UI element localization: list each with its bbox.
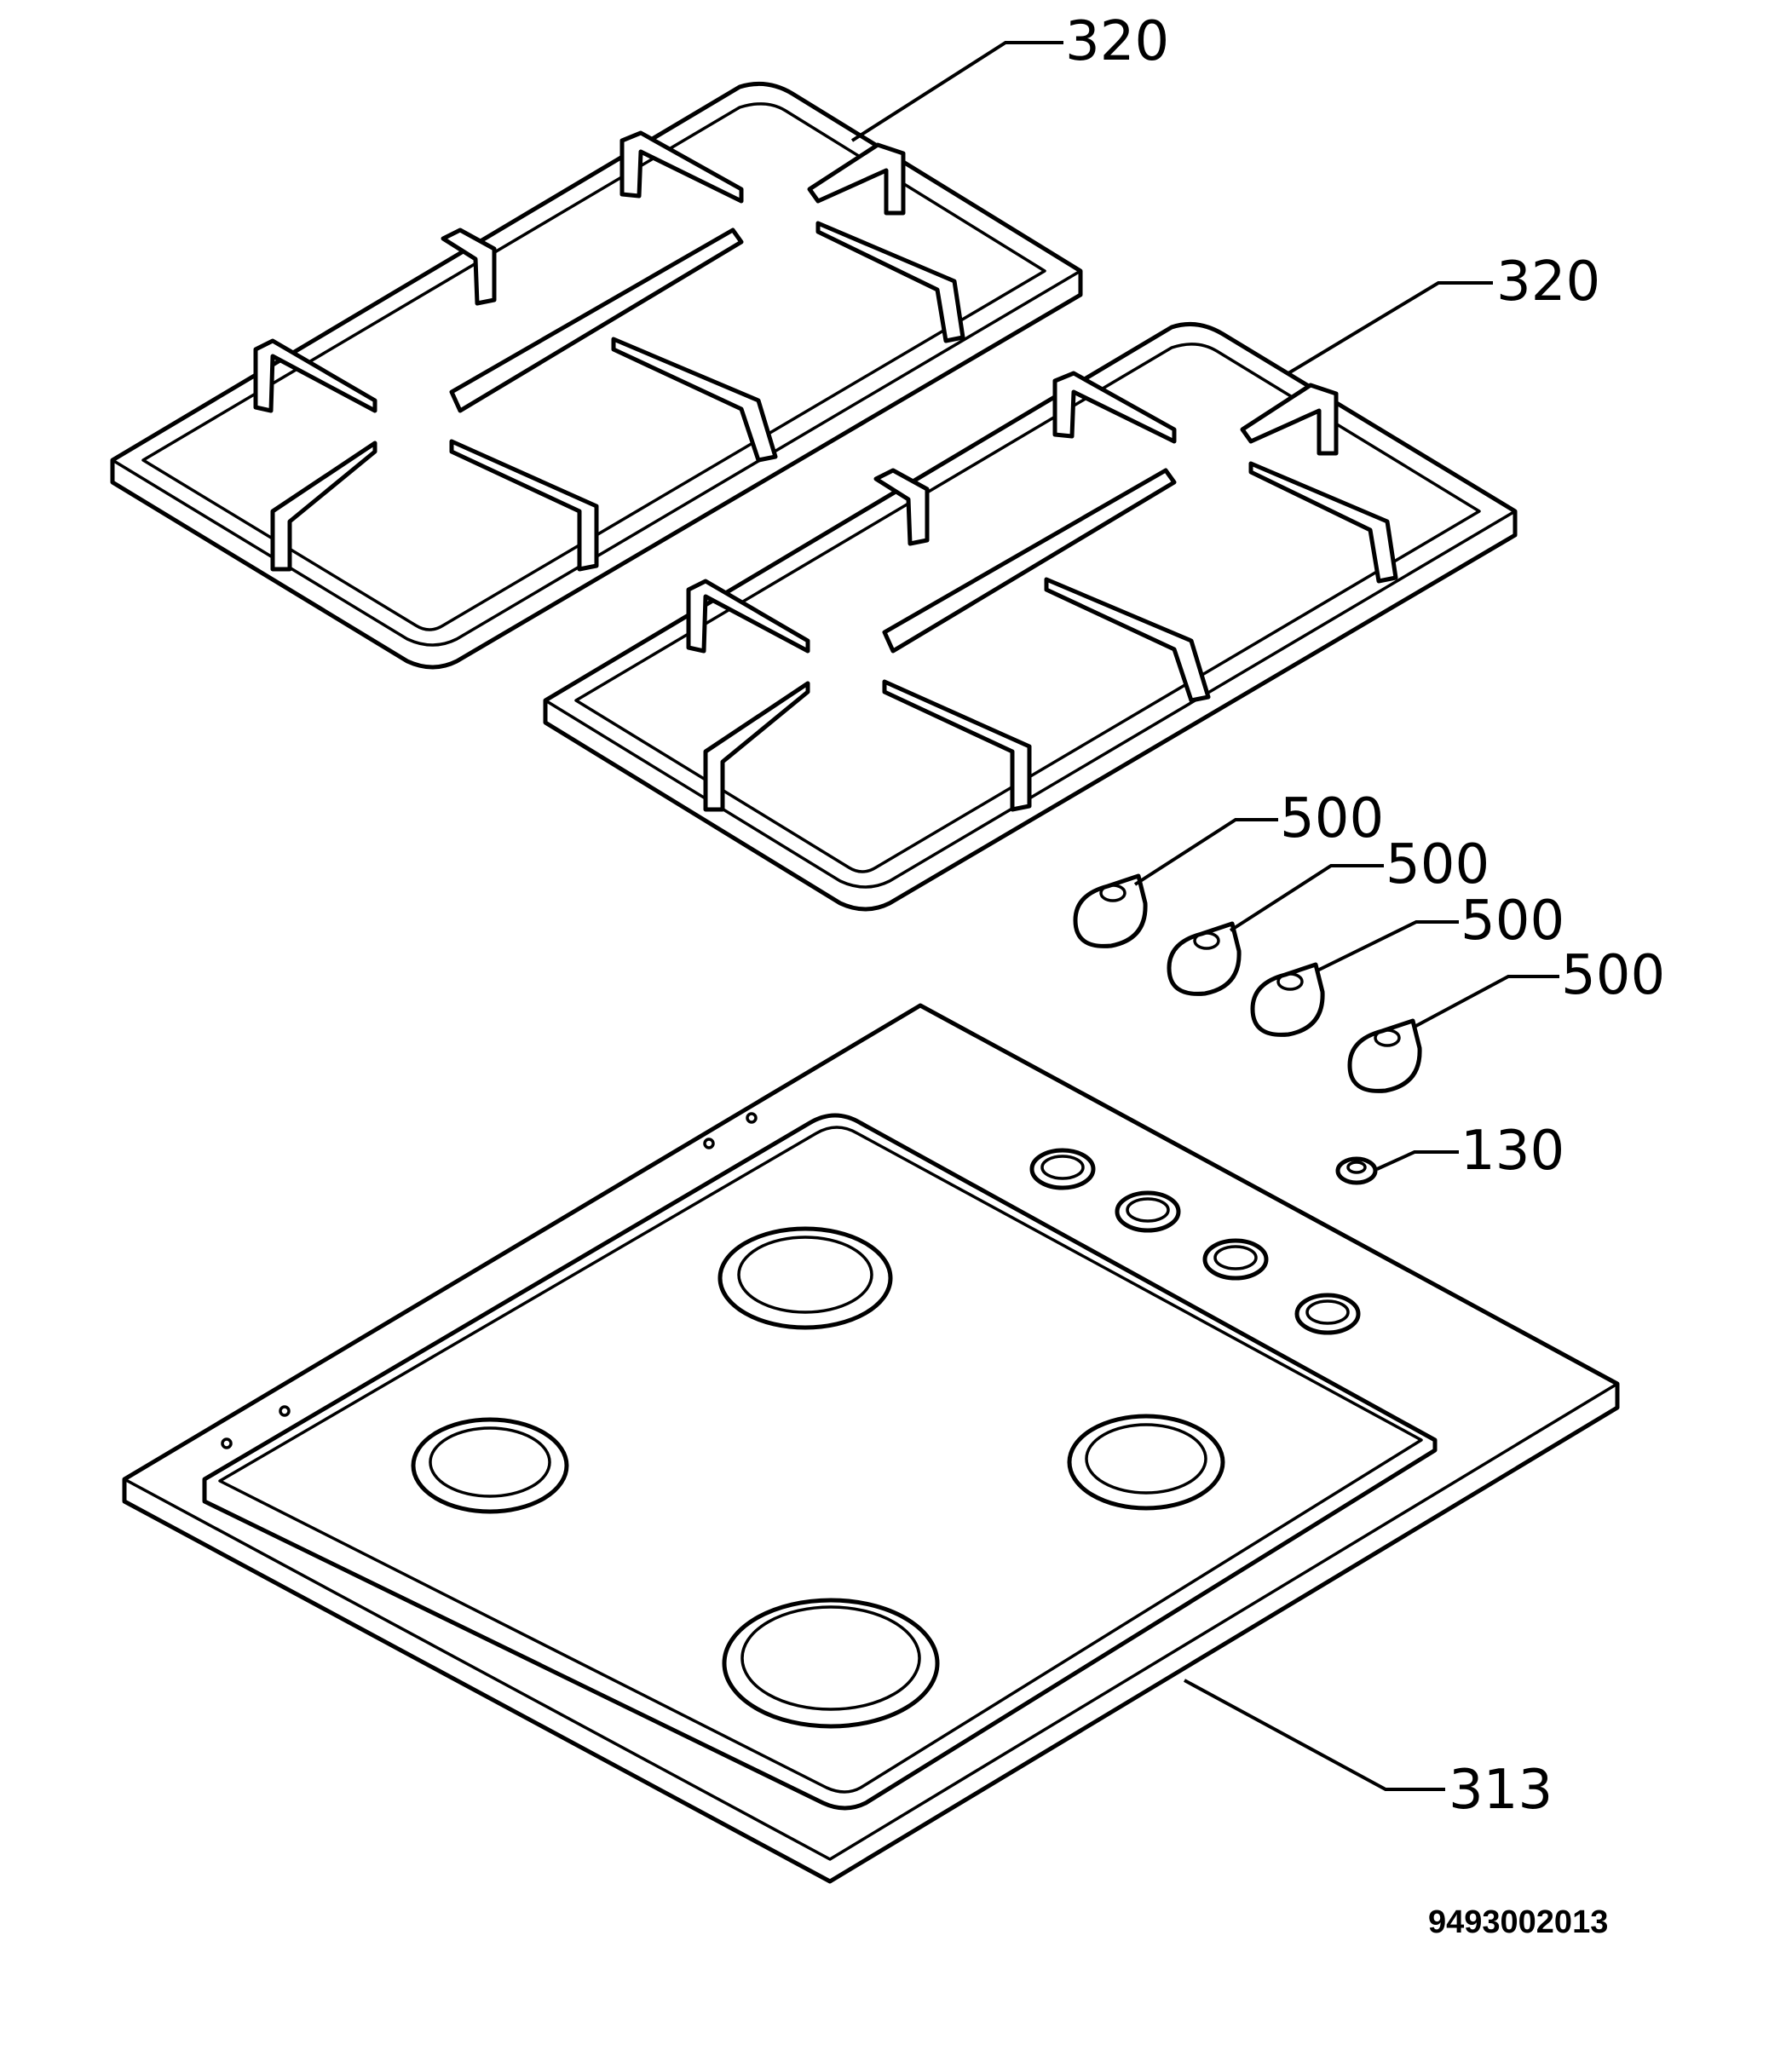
control-knob-2 <box>1167 921 1242 996</box>
drawing-number: 9493002013 <box>1428 1904 1608 1940</box>
callout-hob-top: 313 <box>1449 1759 1553 1822</box>
leader-lines <box>850 41 1559 1791</box>
callout-knob-4: 500 <box>1561 944 1665 1007</box>
pan-support-grid-2 <box>543 321 1518 912</box>
callout-knob-2: 500 <box>1386 833 1489 896</box>
callout-knob-1: 500 <box>1280 787 1384 850</box>
knob-bezel <box>1335 1156 1378 1185</box>
callout-knob-3: 500 <box>1461 890 1564 953</box>
callout-grid-1: 320 <box>1065 10 1169 73</box>
control-knob-1 <box>1073 873 1148 948</box>
hob-top-panel <box>122 1003 1620 1884</box>
callout-grid-2: 320 <box>1496 251 1600 314</box>
callout-bezel: 130 <box>1461 1120 1564 1183</box>
pan-support-grid-1 <box>110 81 1083 670</box>
control-knob-4 <box>1347 1018 1422 1093</box>
control-knob-3 <box>1250 962 1325 1037</box>
